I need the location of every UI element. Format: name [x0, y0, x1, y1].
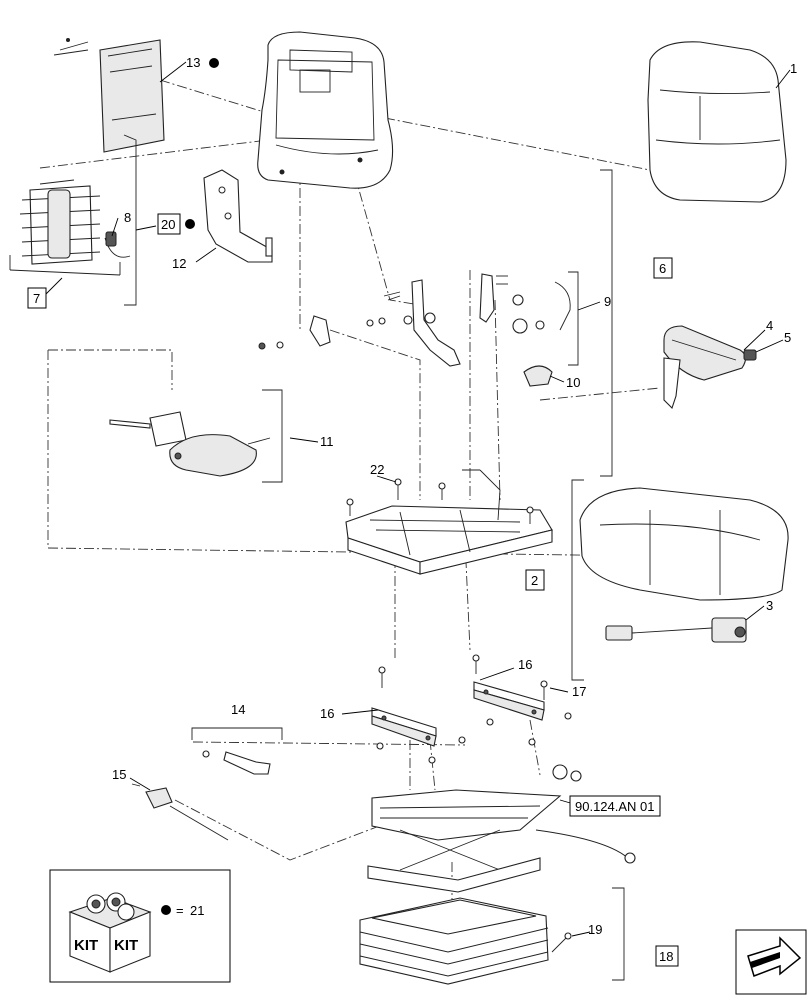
kit-box-icon: KIT KIT [68, 892, 152, 973]
svg-text:20: 20 [161, 217, 175, 232]
part-6-bracket [600, 169, 613, 477]
callout-14: 14 [231, 702, 245, 717]
kit-label-right: KIT [114, 937, 138, 954]
reference-box[interactable]: 90.124.AN 01 [569, 795, 661, 817]
callout-9: 9 [604, 294, 611, 309]
part-2-bracket [571, 479, 584, 681]
part-8-lumbar-switch [105, 231, 117, 247]
kit-label-left: KIT [74, 937, 98, 954]
part-16-slide-rail-left [371, 707, 437, 747]
callout-8: 8 [124, 210, 131, 225]
callout-21: 21 [190, 903, 204, 918]
next-page-arrow-icon[interactable] [735, 929, 807, 995]
callout-labels: 13 1 8 12 9 10 11 22 4 5 3 16 16 17 14 1… [112, 55, 797, 937]
part-18-bellows [359, 887, 625, 985]
kit-equals: = [176, 903, 184, 918]
part-14-clip [191, 727, 283, 775]
backrest-frame [257, 31, 394, 189]
part-19-screw [551, 932, 572, 953]
callout-4: 4 [766, 318, 773, 333]
part-4-armrest [663, 325, 747, 410]
kit-legend: KIT KIT = 21 [49, 869, 231, 983]
part-7-lumbar-support [9, 134, 137, 306]
part-11-lever-assembly [109, 389, 283, 483]
part-16-slide-rail-right [473, 681, 545, 721]
callout-17: 17 [572, 684, 586, 699]
part-9-recline-hardware [366, 271, 579, 367]
part-15-cable [131, 783, 229, 841]
recline-knob [258, 315, 331, 350]
callout-12: 12 [172, 256, 186, 271]
callout-15: 15 [112, 767, 126, 782]
callout-16-left: 16 [320, 706, 334, 721]
svg-text:18: 18 [659, 949, 673, 964]
callout-box-18: 18 [655, 945, 679, 967]
kit-bullet-icon [209, 58, 219, 68]
callout-22: 22 [370, 462, 384, 477]
callout-16-right: 16 [518, 657, 532, 672]
part-13-cover-pad [53, 38, 165, 153]
part-3-harness [605, 617, 747, 643]
assembly-lines [39, 79, 661, 900]
part-1-backrest-cushion [647, 41, 787, 203]
kit-bullet-icon [161, 905, 171, 915]
kit-bullet-icon [185, 219, 195, 229]
suspension-assembly [367, 764, 636, 893]
boxed-callouts: 20 7 6 2 18 90.124.AN 01 [27, 58, 679, 967]
svg-text:7: 7 [33, 291, 40, 306]
callout-3: 3 [766, 598, 773, 613]
svg-text:6: 6 [659, 261, 666, 276]
part-10-cam [523, 365, 553, 387]
seat-cushion [579, 487, 789, 601]
callout-13: 13 [186, 55, 200, 70]
callout-box-6: 6 [653, 257, 673, 279]
callout-box-7: 7 [27, 287, 47, 309]
callout-5: 5 [784, 330, 791, 345]
callout-10: 10 [566, 375, 580, 390]
callout-box-2: 2 [525, 569, 545, 591]
part-17-fasteners [376, 654, 572, 764]
svg-text:90.124.AN 01: 90.124.AN 01 [575, 799, 655, 814]
part-12-bracket [203, 169, 273, 263]
part-22-screws [346, 478, 534, 524]
seat-frame-base [345, 469, 553, 575]
callout-1: 1 [790, 61, 797, 76]
callout-11: 11 [320, 434, 334, 449]
svg-text:2: 2 [531, 573, 538, 588]
part-5-armrest-button [743, 349, 757, 361]
callout-19: 19 [588, 922, 602, 937]
callout-box-20: 20 [157, 213, 195, 235]
